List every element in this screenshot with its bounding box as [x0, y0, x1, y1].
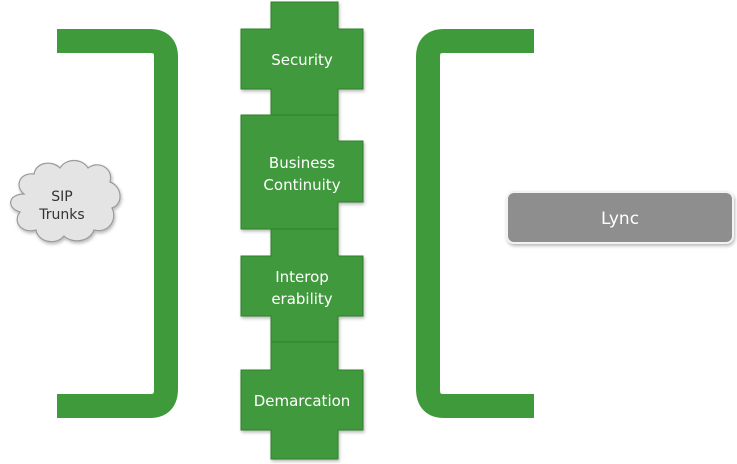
puzzle-stack — [240, 1, 364, 460]
interop-label-line2: erability — [271, 290, 332, 308]
demarcation-block — [240, 341, 364, 460]
cloud-label-line1: SIP — [51, 189, 72, 205]
cloud-label-line2: Trunks — [38, 207, 84, 223]
sip-trunks-cloud-icon — [10, 159, 121, 243]
left-bracket — [57, 29, 178, 418]
demarcation-label: Demarcation — [254, 392, 351, 410]
business-label-line2: Continuity — [263, 176, 340, 194]
lync-label: Lync — [601, 209, 639, 229]
business-continuity-block — [240, 114, 364, 230]
right-bracket — [416, 29, 534, 418]
security-label: Security — [271, 51, 333, 69]
lync-box — [506, 191, 734, 244]
business-label-line1: Business — [269, 154, 335, 172]
interop-label-line1: Interop — [275, 268, 329, 286]
